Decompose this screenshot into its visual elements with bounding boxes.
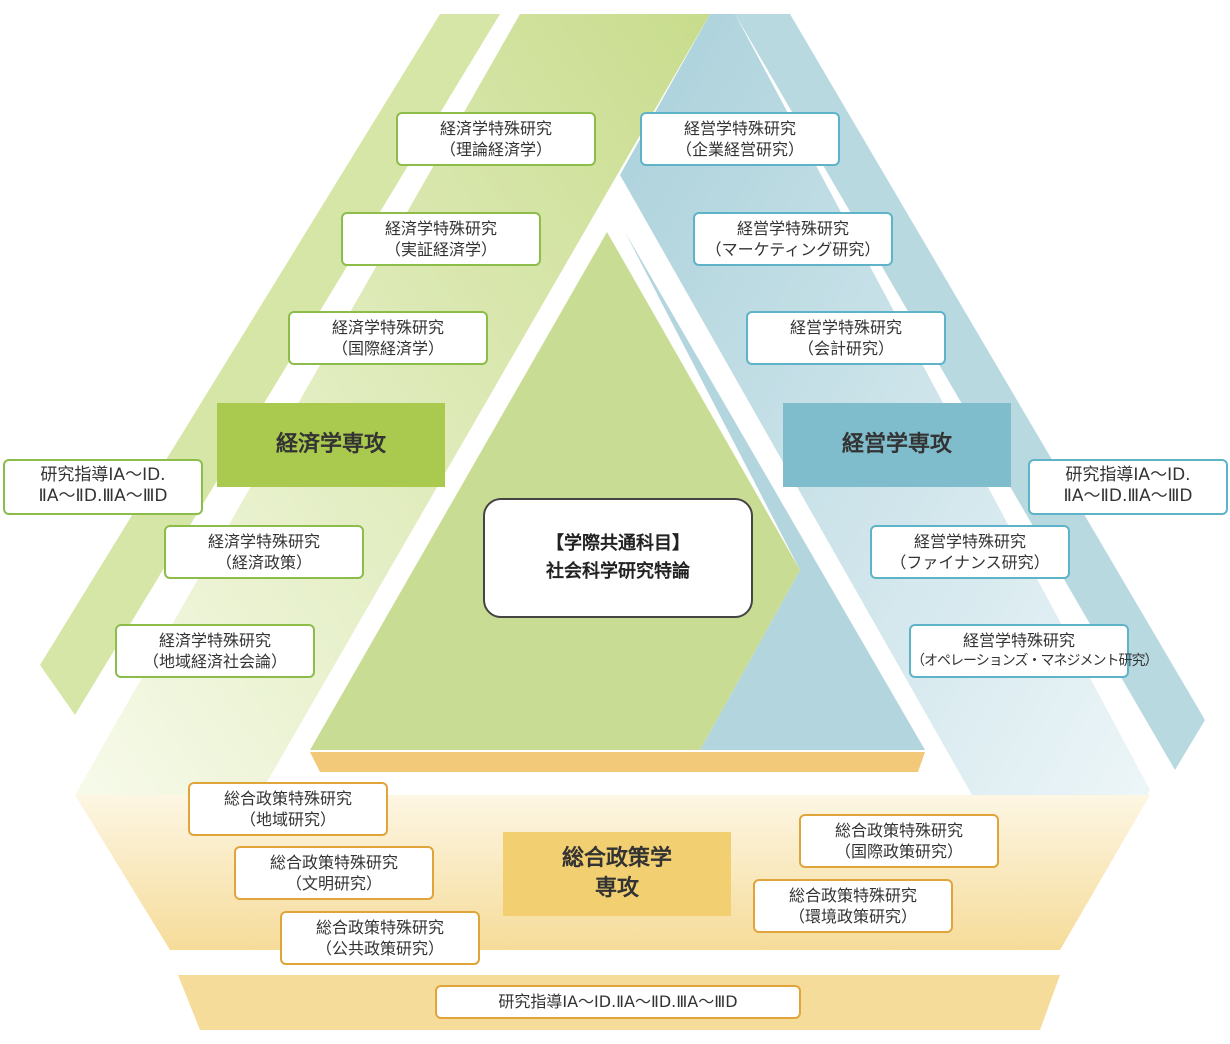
policy-major-label: 総合政策学専攻: [503, 832, 731, 916]
course-topic: （実証経済学）: [384, 240, 497, 259]
course-topic: （文明研究）: [285, 874, 382, 893]
course-topic: （地域経済社会論）: [142, 652, 287, 671]
common-subject: 社会科学研究特論: [546, 561, 690, 582]
course-box: 経済学特殊研究 （地域経済社会論）: [115, 624, 315, 678]
management-major-label: 経営学専攻: [783, 403, 1011, 487]
course-name: 総合政策特殊研究: [223, 789, 352, 808]
course-name: 経営学特殊研究: [736, 219, 849, 238]
course-topic: （地域研究）: [239, 810, 336, 829]
major-text: 総合政策学: [561, 846, 672, 871]
common-subject-box: 【学際共通科目】 社会科学研究特論: [483, 498, 753, 618]
guidance-text: ⅡA～ⅡD.ⅢA～ⅢD: [1063, 486, 1193, 506]
course-box: 経済学特殊研究 （経済政策）: [164, 525, 364, 579]
common-triangle-green: [310, 232, 800, 750]
course-name: 経済学特殊研究: [158, 631, 271, 650]
course-topic: （理論経済学）: [439, 140, 552, 159]
course-name: 経営学特殊研究: [789, 318, 902, 337]
guidance-text: 研究指導ⅠA～ⅠD.: [40, 465, 166, 485]
guidance-text: ⅡA～ⅡD.ⅢA～ⅢD: [38, 486, 168, 506]
course-topic: （国際政策研究）: [834, 842, 963, 861]
major-text: 経済学専攻: [275, 432, 386, 457]
course-box: 経営学特殊研究 （オペレーションズ・マネジメント研究）: [909, 624, 1158, 678]
course-topic: （オペレーションズ・マネジメント研究）: [911, 653, 1158, 669]
course-box: 経営学特殊研究 （企業経営研究）: [640, 112, 840, 166]
course-name: 総合政策特殊研究: [834, 821, 963, 840]
course-topic: （会計研究）: [797, 339, 894, 358]
course-name: 経営学特殊研究: [913, 532, 1026, 551]
course-box: 総合政策特殊研究 （環境政策研究）: [753, 879, 953, 933]
course-box: 経済学特殊研究 （理論経済学）: [396, 112, 596, 166]
economics-major-label: 経済学専攻: [217, 403, 445, 487]
course-topic: （経済政策）: [215, 553, 312, 572]
course-box: 経営学特殊研究 （会計研究）: [746, 311, 946, 365]
course-topic: （公共政策研究）: [315, 939, 444, 958]
major-text: 専攻: [594, 876, 639, 901]
course-box: 経営学特殊研究 （マーケティング研究）: [693, 212, 893, 266]
course-name: 総合政策特殊研究: [315, 918, 444, 937]
course-topic: （ファイナンス研究）: [890, 553, 1050, 572]
course-topic: （企業経営研究）: [675, 140, 804, 159]
course-name: 総合政策特殊研究: [788, 886, 917, 905]
course-name: 総合政策特殊研究: [269, 853, 398, 872]
course-box: 経済学特殊研究 （実証経済学）: [341, 212, 541, 266]
course-name: 経営学特殊研究: [683, 119, 796, 138]
course-name: 経済学特殊研究: [439, 119, 552, 138]
course-name: 経済学特殊研究: [384, 219, 497, 238]
management-outer-band: [735, 14, 1205, 770]
economics-guidance-box: 研究指導ⅠA～ⅠD.ⅡA～ⅡD.ⅢA～ⅢD: [3, 459, 203, 515]
guidance-text: 研究指導ⅠA～ⅠD.: [1065, 465, 1191, 485]
course-topic: （マーケティング研究）: [705, 240, 881, 259]
course-box: 総合政策特殊研究 （文明研究）: [234, 846, 434, 900]
course-name: 経済学特殊研究: [207, 532, 320, 551]
course-box: 総合政策特殊研究 （地域研究）: [188, 782, 388, 836]
course-name: 経営学特殊研究: [962, 631, 1075, 650]
common-triangle-blue: [625, 232, 925, 750]
course-name: 経済学特殊研究: [331, 318, 444, 337]
course-topic: （環境政策研究）: [788, 907, 917, 926]
policy-guidance-box: 研究指導ⅠA～ⅠD.ⅡA～ⅡD.ⅢA～ⅢD: [435, 985, 801, 1019]
economics-outer-band: [40, 14, 500, 715]
course-box: 総合政策特殊研究 （公共政策研究）: [280, 911, 480, 965]
common-title: 【学際共通科目】: [546, 533, 690, 554]
course-box: 経営学特殊研究 （ファイナンス研究）: [870, 525, 1070, 579]
course-box: 経済学特殊研究 （国際経済学）: [288, 311, 488, 365]
course-topic: （国際経済学）: [331, 339, 444, 358]
common-base-strip: [310, 752, 925, 772]
management-guidance-box: 研究指導ⅠA～ⅠD.ⅡA～ⅡD.ⅢA～ⅢD: [1028, 459, 1228, 515]
guidance-text: 研究指導ⅠA～ⅠD.ⅡA～ⅡD.ⅢA～ⅢD: [498, 992, 738, 1011]
course-box: 総合政策特殊研究 （国際政策研究）: [799, 814, 999, 868]
major-text: 経営学専攻: [841, 432, 952, 457]
